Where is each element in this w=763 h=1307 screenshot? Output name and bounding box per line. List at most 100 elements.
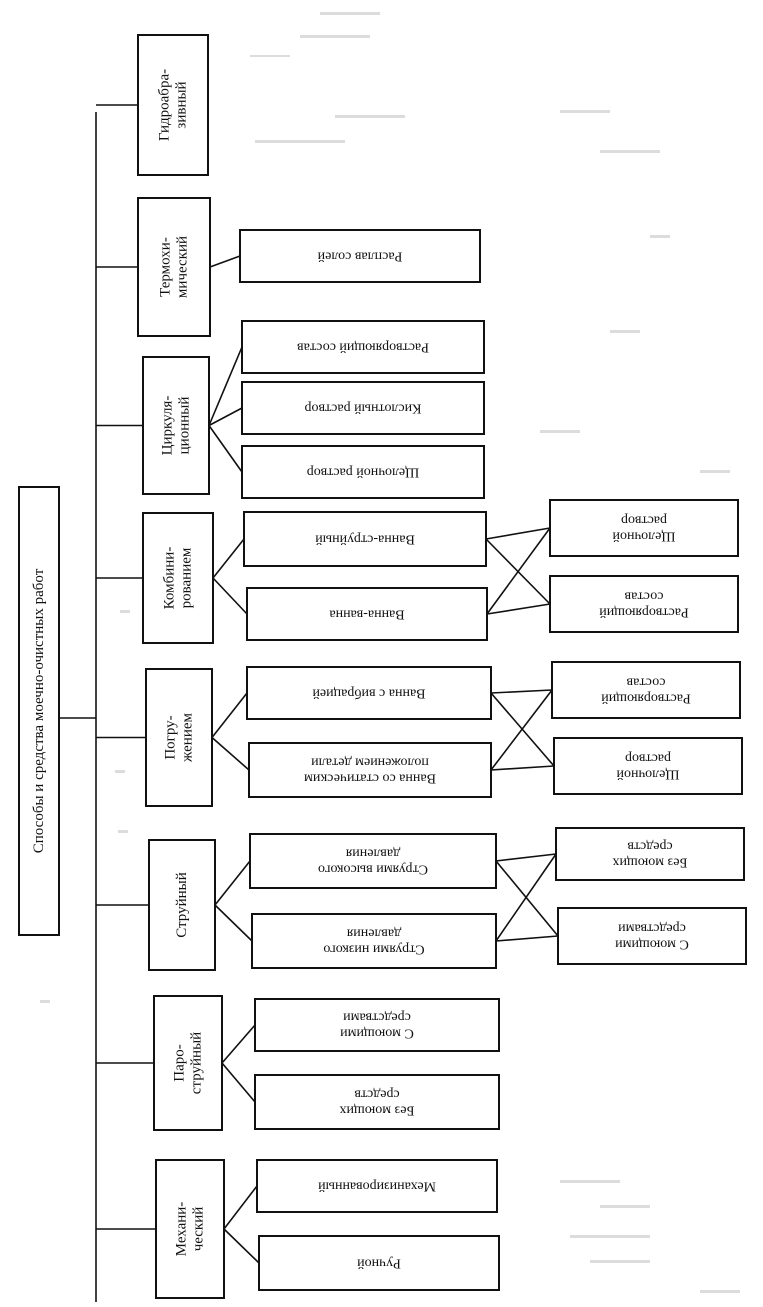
method-immersion-frame [145,668,213,807]
agent-dissolving-composition-frame [551,661,741,719]
method-mechanical-label: ческий [191,1207,207,1252]
option-bath-bath: Ванна-ванна [246,587,488,641]
scan-speck [540,430,580,433]
method-steam-jet: Паро-струйный [153,995,223,1131]
method-mechanical-frame [155,1159,225,1299]
method-jet-label: Струйный [174,872,190,938]
option-dissolving-composition-label: Растворяющий состав [297,340,429,355]
option-salt-melt: Расплав солей [239,229,481,283]
root-box: Способы и средства моечно-очистных работ [18,486,60,936]
method-jet-frame [148,839,216,971]
method-hydroabrasive-label: Гидроабра- [157,69,173,141]
agent-with-detergents-frame [557,907,747,965]
method-combined-frame [142,512,214,644]
method-thermochemical-label: Термохи- [158,237,174,297]
scan-speck [115,770,125,773]
option-mechanized: Механизированный [256,1159,498,1213]
method-immersion: Погру-жением [145,668,213,807]
scan-speck [320,12,380,15]
child-connector [214,860,251,906]
method-combined-label: Комбини- [162,547,178,610]
method-steam-jet-label: Паро- [172,1044,188,1082]
agent-without-detergents-label: Без моющих [612,855,687,870]
scan-speck [700,470,730,473]
agent-connector [495,853,557,942]
agent-alkaline-solution-label: Щелочной [616,767,679,782]
option-alkaline-solution: Щелочной раствор [241,445,485,499]
option-with-detergents-label: С моющими [340,1026,414,1041]
agent-dissolving-composition-label: Растворяющий [599,605,689,620]
method-mechanical-label: Механи- [174,1202,190,1257]
method-steam-jet-label: струйный [189,1032,205,1094]
child-connector [221,1024,256,1064]
scan-speck [600,1205,650,1208]
agent-connector [495,860,559,937]
option-without-detergents-label: Без моющих [339,1103,414,1118]
option-low-pressure-frame [251,913,497,969]
method-immersion-label: жением [180,712,196,763]
option-bath-static-label: Ванна со статическим [304,771,436,786]
agent-alkaline-solution-frame [553,737,743,795]
agent-connector [485,527,551,540]
method-immersion-label: Погру- [163,715,179,759]
scan-speck [570,1235,650,1238]
scan-speck [120,610,130,613]
agent-alkaline-solution-label: раствор [625,751,671,766]
option-low-pressure-label: давления [346,926,401,941]
option-without-detergents-label: средств [354,1087,400,1102]
diagram-boxes: Способы и средства моечно-очистных работ… [18,34,747,1299]
scan-speck [300,35,370,38]
option-salt-melt-frame [239,229,481,283]
option-manual-label: Ручной [357,1256,401,1271]
child-connector [211,736,250,771]
root-box-frame [18,486,60,936]
method-thermochemical-label: мический [175,236,191,298]
agent-with-detergents-label: С моющими [615,937,689,952]
option-salt-melt-label: Расплав солей [317,249,402,264]
option-acid-solution: Кислотный раствор [241,381,485,435]
option-alkaline-solution-label: Щелочной раствор [307,465,420,480]
child-connector [223,1228,260,1264]
agent-without-detergents-frame [555,827,745,881]
child-connector [209,255,241,268]
root-title: Способы и средства моечно-очистных работ [31,568,47,853]
option-dissolving-composition-frame [241,320,485,374]
child-connector [212,538,245,579]
method-circulation-label: ционный [177,397,193,455]
option-high-pressure-label: давления [345,846,400,861]
method-hydroabrasive: Гидроабра-зивный [137,34,209,176]
agent-dissolving-composition-label: состав [624,589,663,604]
scan-speck [590,1260,650,1263]
agent-connector [490,689,553,694]
scan-noise [40,12,740,1293]
method-jet: Струйный [148,839,216,971]
scan-speck [118,830,128,833]
option-bath-vibration-label: Ванна с вибрацией [312,686,426,701]
method-circulation-frame [142,356,210,495]
method-circulation: Циркуля-ционный [142,356,210,495]
scan-speck [700,1290,740,1293]
option-bath-vibration-frame [246,666,492,720]
method-hydroabrasive-frame [137,34,209,176]
option-dissolving-composition: Растворяющий состав [241,320,485,374]
option-low-pressure-label: Струями низкого [323,942,424,957]
option-with-detergents-frame [254,998,500,1052]
method-circulation-label: Циркуля- [160,396,176,456]
agent-connector [486,603,551,615]
scan-speck [255,140,345,143]
method-combined: Комбини-рованием [142,512,214,644]
agent-connector [490,765,555,771]
option-bath-bath-label: Ванна-ванна [329,607,405,622]
option-mechanized-label: Механизированный [318,1179,436,1194]
option-high-pressure-label: Струями высокого [318,862,428,877]
child-connector [208,425,243,473]
option-mechanized-frame [256,1159,498,1213]
method-mechanical: Механи-ческий [155,1159,225,1299]
